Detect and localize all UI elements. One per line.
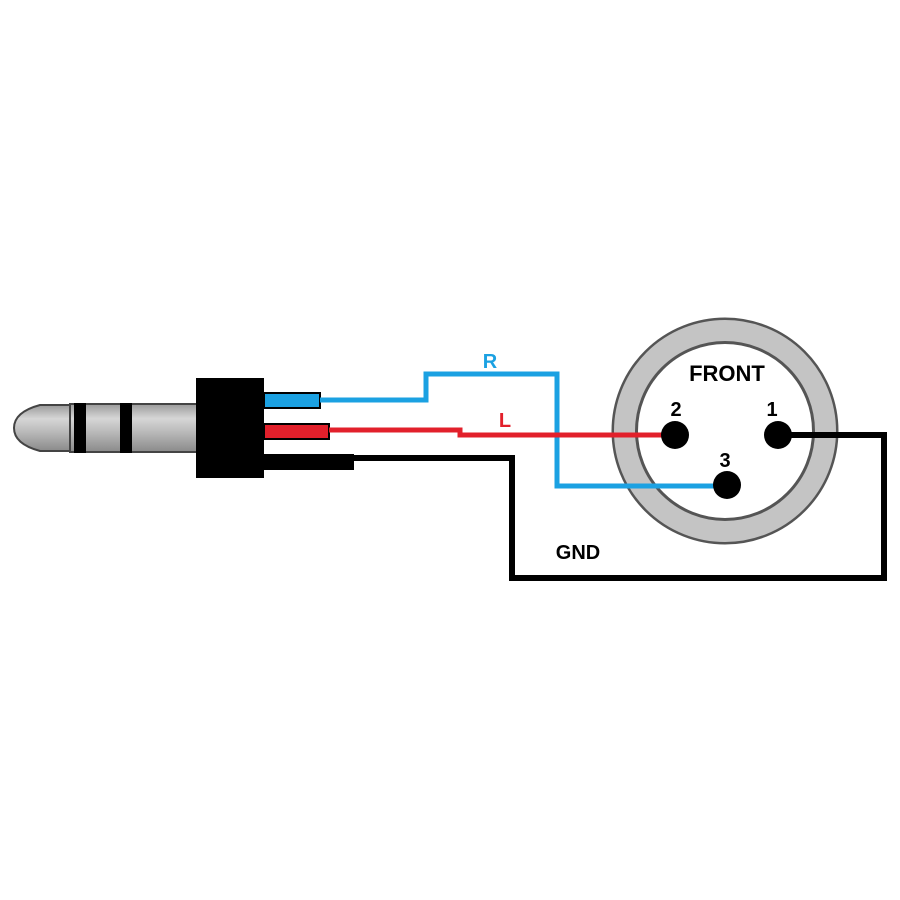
pin-2-label: 2 [670,399,681,421]
plug-barrel [69,403,199,453]
plug-insulator-band-1 [74,403,86,453]
pin-3 [713,471,741,499]
ground-wire-path [354,432,887,581]
right-wire-label: R [483,351,498,373]
plug-insulator-band-2 [120,403,132,453]
pin-1-label: 1 [766,399,777,421]
right-wire-path [320,371,726,489]
ground-wire-insulation-stub [264,454,354,470]
pin-1 [764,421,792,449]
left-wire-label: L [499,410,511,432]
right-wire [263,371,726,489]
left-wire [263,423,672,440]
pin-2 [661,421,689,449]
plug-tip [12,404,71,452]
right-wire-insulation-stub [263,392,321,409]
xlr-inner-edge [635,341,815,521]
plug-body [196,378,264,478]
front-label: FRONT [689,361,765,386]
xlr-gray-ring [614,320,836,542]
left-wire-insulation-stub [263,423,330,440]
pin-3-label: 3 [719,450,730,472]
xlr-connector [611,317,839,545]
trs-plug [12,378,264,478]
left-wire-path [329,427,672,438]
ground-label: GND [556,542,600,564]
ground-wire [264,432,887,581]
